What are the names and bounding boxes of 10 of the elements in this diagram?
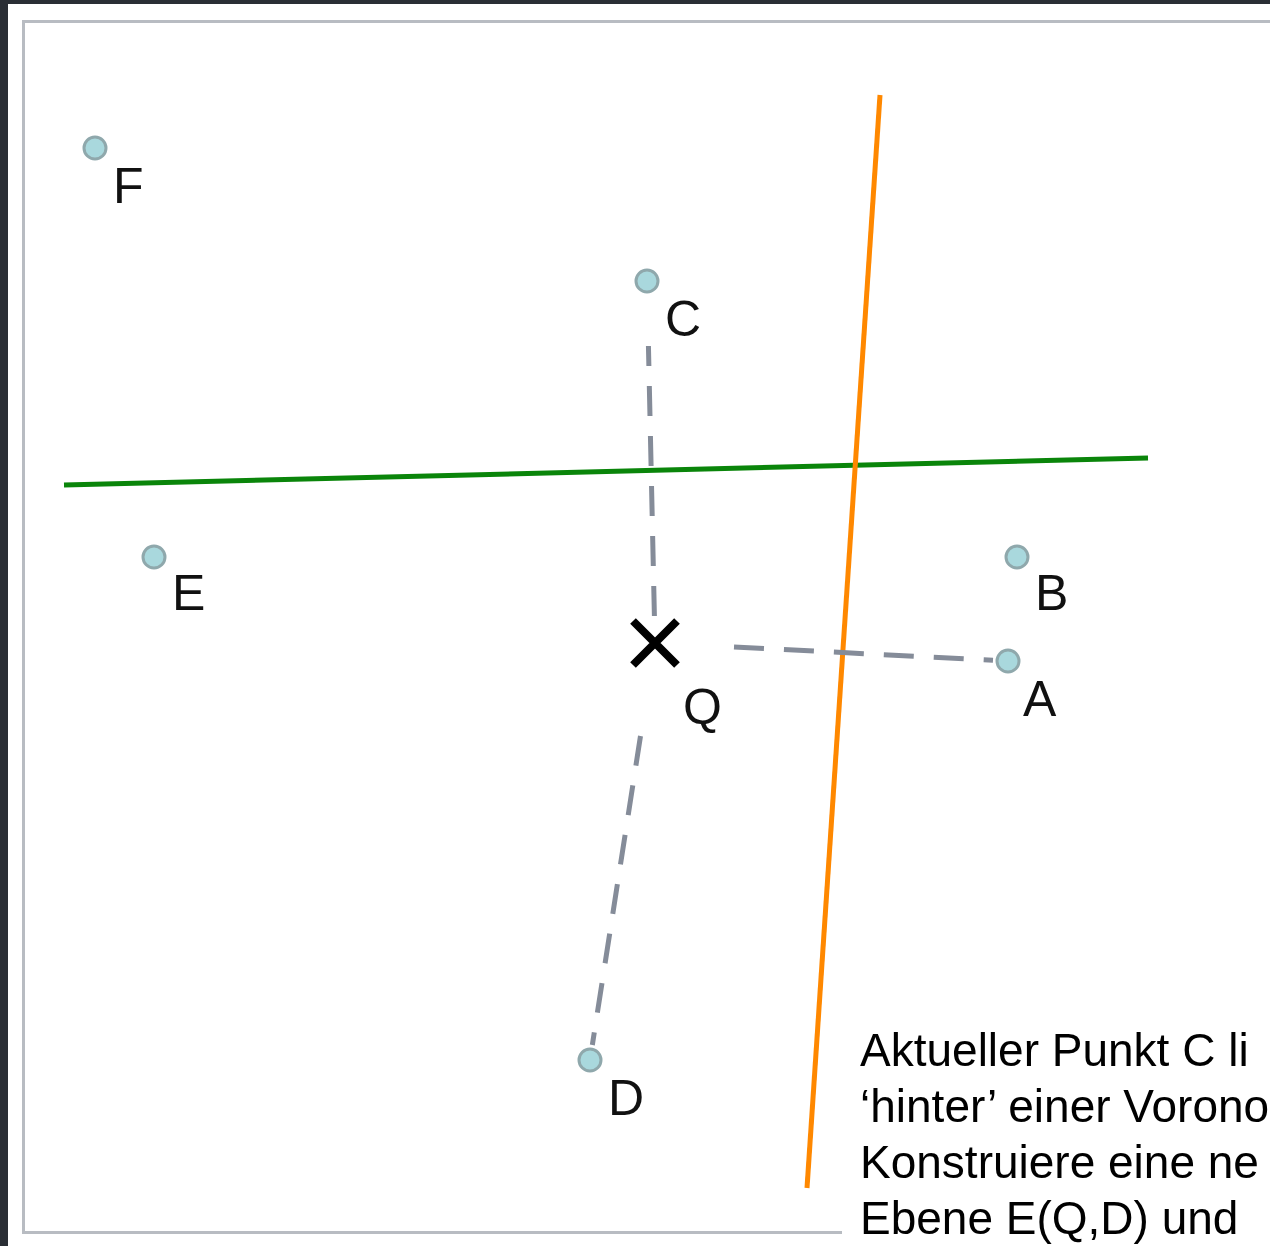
connector-line: [645, 345, 657, 617]
point-label: A: [1023, 674, 1057, 724]
point-label: D: [608, 1073, 645, 1123]
point-label: F: [113, 161, 144, 211]
connector-line: [733, 644, 994, 663]
connector-line: [589, 735, 643, 1046]
point-label: E: [172, 568, 206, 618]
point-label: B: [1035, 568, 1069, 618]
point-label: Q: [683, 682, 722, 732]
point-label: C: [665, 294, 702, 344]
